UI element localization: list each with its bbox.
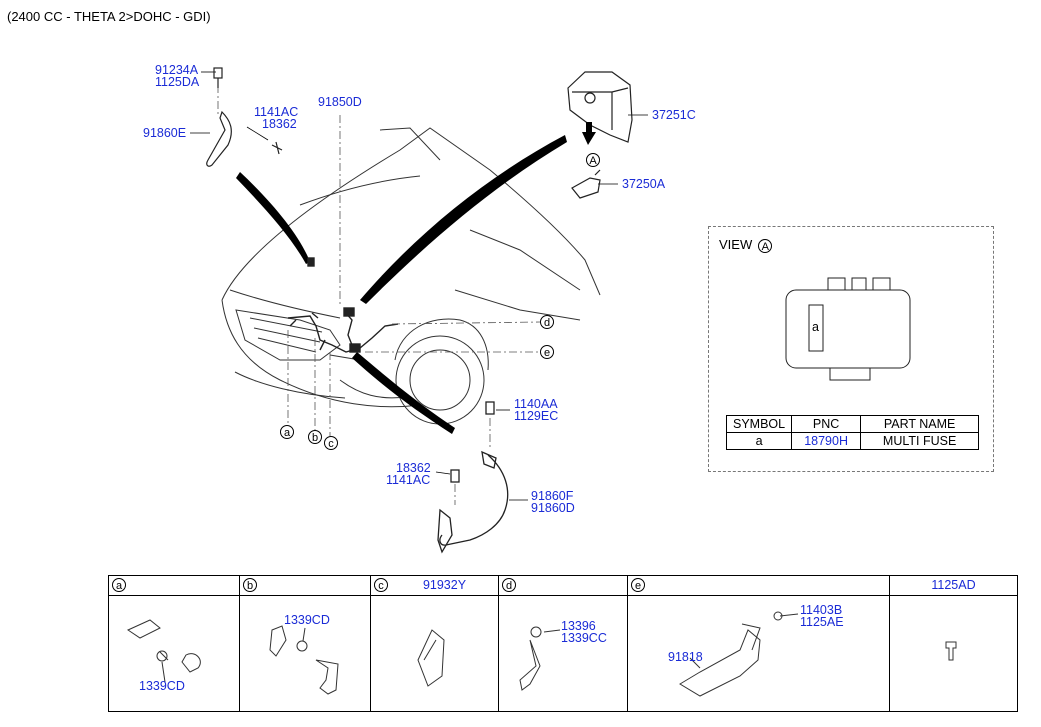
page-header: (2400 CC - THETA 2>DOHC - GDI) [7,9,211,24]
part-label-91850D: 91850D [318,95,362,109]
part-label-11403B: 11403B [800,603,843,617]
multi-fuse-drawing [785,277,911,381]
part-label-37251C: 37251C [652,108,696,122]
detail-cell-title: 91932Y [422,578,467,592]
part-label-18362-top: 18362 [262,117,297,131]
parts-detail-table: a 1339CD b 1339CD c 91932Y d 13396 1339C… [108,575,1018,712]
table-header-symbol: SYMBOL [725,415,793,433]
ground-cable-lower [437,401,509,554]
part-label-91860E: 91860E [143,126,187,140]
wheel-arch [394,318,489,371]
part-label-37250A: 37250A [622,177,666,191]
view-title: VIEW A [719,237,773,253]
part-drawing-e [679,623,761,697]
part-label-91860F: 91860F [531,489,574,503]
part-drawing-c [417,629,445,687]
leader-swoosh-left [236,172,310,264]
detail-cell-header: b [240,576,370,596]
part-label-1339CC: 1339CC [561,631,607,645]
harness-wire [287,315,399,353]
view-ref-marker-A: A [586,153,600,167]
table-header-part-name: PART NAME [860,415,980,433]
part-label-1125DA: 1125DA [155,75,200,89]
detail-cell-b: b 1339CD [240,576,371,711]
part-label-1339CD-a: 1339CD [139,679,185,693]
callout-d: d [540,315,554,329]
detail-cell-header: d [499,576,627,596]
part-drawing-d [519,639,541,691]
detail-cell-key: d [502,578,516,592]
detail-cell-title: 1125AD [931,578,976,592]
part-label-1339CD-b: 1339CD [284,613,330,627]
part-drawing-b [269,625,339,695]
sensor-part [571,169,601,199]
part-label-1129EC: 1129EC [514,409,559,423]
view-title-text: VIEW [719,237,753,252]
table-cell-pnc: 18790H [791,432,862,450]
detail-cell-header: c 91932Y [371,576,498,596]
callout-b: b [308,430,322,444]
table-cell-symbol: a [725,432,793,450]
part-label-1141AC-bottom: 1141AC [386,473,431,487]
detail-cell-key: a [112,578,126,592]
view-a-panel: VIEW A a SYMBOL PNC PART NAME a 18790H MU… [708,226,994,472]
fuse-symbol-label: a [812,320,819,334]
part-label-91234A: 91234A [155,63,199,77]
part-label-13396: 13396 [561,619,596,633]
part-label-1141AC-top: 1141AC [254,105,299,119]
symbol-table: SYMBOL PNC PART NAME a 18790H MULTI FUSE [725,415,980,450]
table-header-pnc: PNC [791,415,862,433]
callout-e: e [540,345,554,359]
part-label-1140AA: 1140AA [514,397,558,411]
detail-cell-key: e [631,578,645,592]
direction-arrow [582,122,596,145]
ground-strap-upper [206,110,232,167]
part-label-91818: 91818 [668,650,703,664]
callout-a: a [280,425,294,439]
detail-cell-e: e 11403B 1125AE 91818 [628,576,890,711]
part-label-18362-bottom: 18362 [396,461,431,475]
leader-swoosh-bottom [352,352,455,434]
detail-cell-header: e [628,576,889,596]
part-label-1125AE: 1125AE [800,615,844,629]
part-drawing-bolt [945,641,957,661]
detail-cell-a: a 1339CD [109,576,240,711]
detail-cell-c: c 91932Y [371,576,499,711]
detail-cell-bolt: 1125AD [890,576,1017,711]
fuse-box-cover [567,71,633,143]
detail-cell-header: a [109,576,239,596]
detail-cell-key: c [374,578,388,592]
detail-cell-d: d 13396 1339CC [499,576,628,711]
detail-cell-key: b [243,578,257,592]
part-label-91860D: 91860D [531,501,575,515]
view-ref-circle: A [758,238,773,253]
car-outline [221,127,601,301]
leader-swoosh-top [360,135,567,304]
table-cell-part-name: MULTI FUSE [860,432,980,450]
callout-c: c [324,436,338,450]
detail-cell-header: 1125AD [890,576,1017,596]
